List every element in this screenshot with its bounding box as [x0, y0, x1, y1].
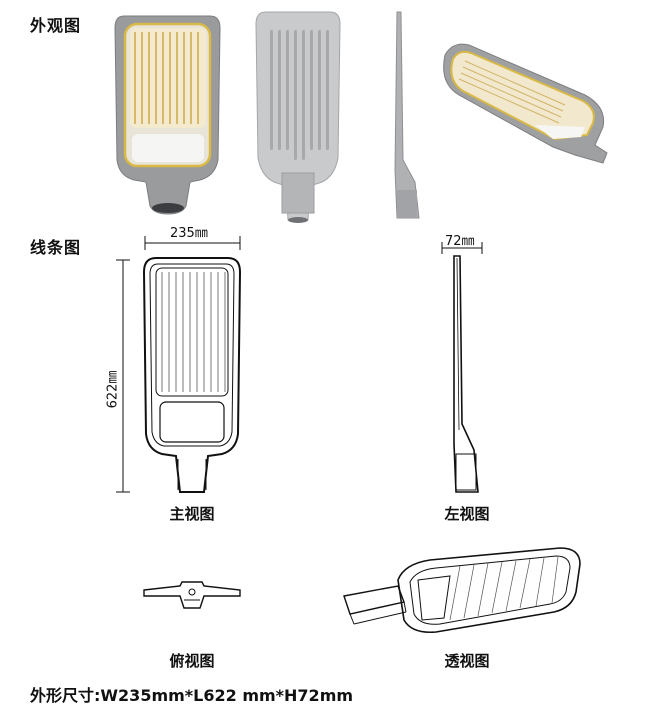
front-view-drawing — [142, 257, 242, 493]
back-render-image — [255, 11, 341, 223]
caption-front-view: 主视图 — [169, 505, 215, 523]
section-label-appearance: 外观图 — [30, 16, 82, 35]
height-dimension-line — [116, 259, 130, 493]
caption-perspective-view: 透视图 — [444, 652, 490, 670]
front-render-image — [114, 15, 221, 215]
side-render-image — [394, 11, 420, 219]
left-view-drawing — [453, 255, 479, 493]
section-label-line: 线条图 — [30, 238, 82, 257]
depth-dimension-line — [441, 242, 483, 254]
top-view-drawing — [143, 581, 241, 609]
depth-dimension-label: 72㎜ — [445, 234, 475, 249]
width-dimension-label: 235㎜ — [170, 226, 208, 241]
perspective-render-image — [443, 43, 608, 164]
caption-top-view: 俯视图 — [169, 652, 215, 670]
height-dimension-label: 622㎜ — [105, 370, 121, 409]
caption-left-view: 左视图 — [444, 505, 490, 523]
perspective-view-drawing — [343, 547, 581, 634]
width-dimension-line — [144, 236, 241, 250]
dimension-spec-text: 外形尺寸:W235mm*L622 mm*H72mm — [30, 686, 354, 705]
